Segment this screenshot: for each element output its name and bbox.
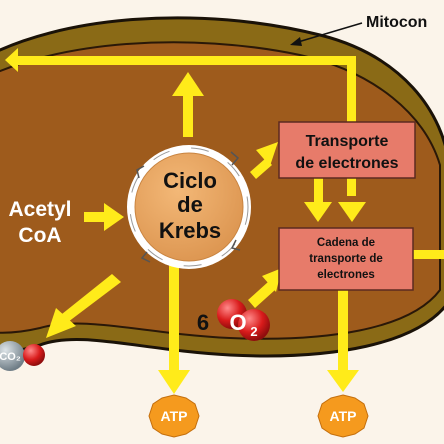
oxygen-symbol: O: [229, 310, 246, 335]
krebs-cycle-arrow-marks: [136, 151, 241, 263]
atp-left-label: ATP: [161, 408, 188, 424]
membrane-pointer-line: [297, 22, 363, 43]
oxygen-to-chain-arrow: [248, 268, 282, 308]
atp-badge-right: ATP: [317, 394, 369, 438]
krebs-up-arrow: [172, 72, 204, 137]
acetyl-label-line1: Acetyl: [8, 198, 71, 221]
acetyl-to-krebs-arrow: [84, 203, 124, 231]
krebs-label-line1: Ciclo: [163, 168, 217, 193]
atp-right-label: ATP: [330, 408, 357, 424]
chain-right-arrow: [412, 250, 444, 259]
transport-to-chain-arrows: [304, 178, 366, 222]
krebs-cycle: Ciclo de Krebs: [127, 145, 251, 269]
acetyl-label-line2: CoA: [18, 224, 61, 247]
oxygen-coefficient: 6: [197, 310, 209, 335]
co2-label: CO₂: [0, 351, 21, 363]
krebs-to-co2-arrow: [46, 274, 121, 338]
chain-label-line1: Cadena de: [317, 237, 375, 249]
chain-label-line3: electrones: [317, 269, 375, 281]
oxygen-molecule: 6 O 2: [197, 299, 270, 341]
krebs-to-atp-arrow: [158, 262, 190, 394]
chain-label-line2: transporte de: [309, 253, 383, 265]
electron-chain-box: Cadena de transporte de electrones: [278, 227, 414, 291]
transport-label-line1: Transporte: [306, 133, 389, 150]
krebs-label-line2: de: [177, 192, 203, 217]
membrane-pointer-head: [290, 37, 302, 46]
electron-transport-box: Transporte de electrones: [278, 121, 416, 179]
chain-to-atp-arrow: [327, 290, 359, 392]
atp-badge-left: ATP: [148, 394, 200, 438]
transport-label-line2: de electrones: [295, 155, 398, 172]
oxygen-subscript: 2: [250, 324, 257, 339]
krebs-label-line3: Krebs: [159, 218, 221, 243]
co2-molecule: CO₂: [0, 341, 45, 371]
mitochondria-label: Mitocon: [366, 14, 427, 31]
krebs-to-transport-arrow: [250, 142, 278, 179]
